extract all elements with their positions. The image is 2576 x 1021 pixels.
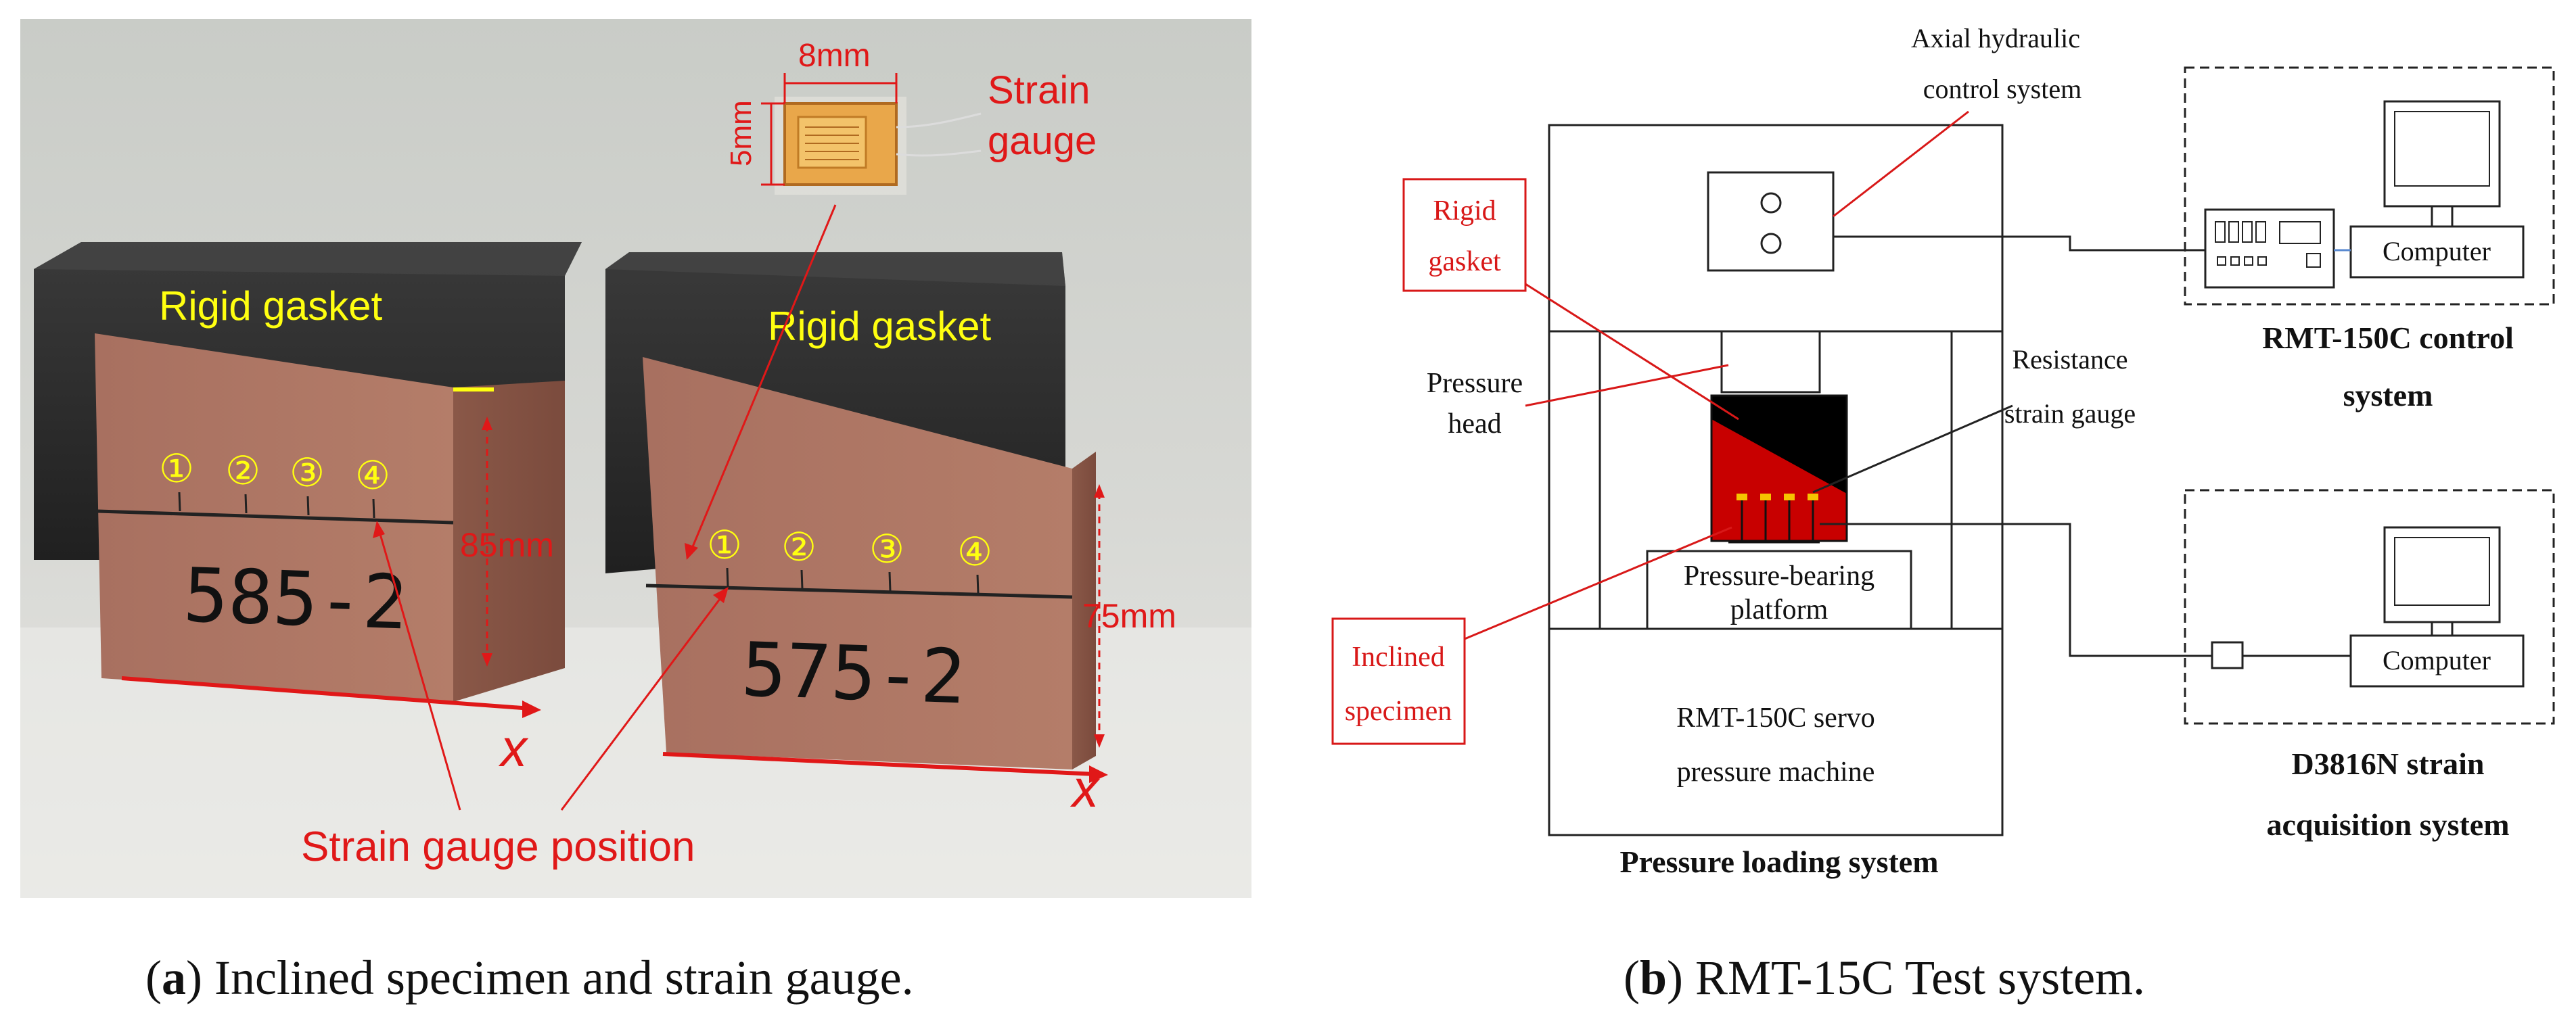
strain-gauge-position-label: Strain gauge position [301, 824, 695, 870]
right-marker-2: ② [781, 525, 816, 569]
caption-a-text: ) Inclined specimen and strain gauge. [185, 951, 914, 1005]
acquisition-system: Computer [2184, 489, 2555, 725]
hydraulic-knob-bottom [1760, 233, 1782, 254]
left-position-markers: ① ② ③ ④ [159, 447, 390, 498]
hydraulic-control-box [1707, 171, 1835, 272]
rigid-label-line1: Rigid [1433, 195, 1496, 227]
gauge-to-acquisition-cable [1820, 523, 2212, 657]
control-label-line1: RMT-150C control [2262, 320, 2514, 355]
right-specimen-marking: 575-2 [740, 626, 967, 720]
computer-top-label: Computer [2383, 236, 2491, 266]
strain-gauge-inset: 8mm 5mm Strain gauge [685, 38, 1097, 560]
platform-label-line1: Pressure-bearing [1684, 561, 1874, 592]
dim-85-label: 85mm [460, 526, 554, 564]
pressure-head [1720, 330, 1821, 394]
acq-label-line2: acquisition system [2266, 807, 2509, 842]
dim-8mm-label: 8mm [798, 38, 871, 74]
pressure-head-label-line2: head [1448, 408, 1501, 440]
resistance-strain-gauges [1728, 497, 1820, 544]
rigid-gasket-callout: Rigid gasket [1402, 178, 1739, 421]
right-marker-3: ③ [869, 527, 904, 571]
hydraulic-to-controller-cable [1833, 235, 2205, 252]
caption-b-letter: b [1639, 951, 1668, 1005]
acquisition-connector [2211, 641, 2244, 669]
left-marker-3: ③ [290, 451, 325, 495]
computer-top: Computer [2349, 100, 2525, 279]
inclined-specimen-callout: Inclined specimen [1331, 526, 1732, 745]
computer-bottom-label: Computer [2383, 645, 2491, 675]
caption-b-text: ) RMT-15C Test system. [1667, 951, 2146, 1005]
controller-unit [2204, 208, 2335, 289]
pressure-bearing-platform [1646, 550, 1912, 630]
left-marker-2: ② [225, 449, 260, 493]
right-position-markers: ① ② ③ ④ [707, 523, 992, 574]
control-label-line2: system [2343, 378, 2433, 412]
strain-gauge-position-callout: Strain gauge position [301, 521, 729, 870]
resistance-label-line1: Resistance [2012, 344, 2128, 375]
hydraulic-knob-top [1760, 192, 1782, 214]
caption-a: (a) Inclined specimen and strain gauge. [145, 951, 914, 1005]
inclined-specimen [1710, 394, 1848, 542]
inclined-label-line2: specimen [1345, 696, 1452, 727]
rigid-label-line2: gasket [1428, 246, 1501, 277]
left-marker-1: ① [159, 447, 194, 491]
axis-x-right: x [1070, 759, 1101, 818]
gauge-markers [1736, 494, 1818, 500]
dim-75-label: 75mm [1082, 597, 1176, 635]
left-specimen: 585-2 Rigid gasket ① ② ③ ④ 85mm x [34, 242, 582, 778]
loading-system-label: Pressure loading system [1619, 845, 1938, 879]
caption-a-letter: a [161, 951, 186, 1005]
left-specimen-side [453, 381, 565, 702]
axial-label-line1: Axial hydraulic [1911, 23, 2080, 53]
platform-label-line2: platform [1730, 594, 1828, 625]
pressure-head-label-line1: Pressure [1427, 368, 1523, 399]
rigid-gasket-label-left: Rigid gasket [159, 283, 383, 329]
dim-5mm-label: 5mm [724, 100, 758, 166]
right-specimen-front [643, 357, 1072, 769]
left-specimen-marking: 585-2 [182, 552, 409, 646]
machine-label-line1: RMT-150C servo [1676, 703, 1875, 734]
caption-b: (b) RMT-15C Test system. [1624, 951, 2146, 1005]
rigid-gasket-label-right: Rigid gasket [768, 304, 992, 349]
axis-x-left: x [498, 718, 529, 778]
strain-gauge-label-line2: gauge [988, 119, 1097, 163]
inclined-label-line1: Inclined [1352, 642, 1445, 673]
test-system-diagram: Pressure-bearing platform RMT-150C servo… [1306, 7, 2564, 906]
right-marker-4: ④ [957, 530, 992, 574]
right-specimen: 575-2 Rigid gasket ① ② ③ ④ 75mm x [605, 252, 1176, 818]
computer-bottom: Computer [2349, 526, 2525, 688]
strain-gauge-label-line1: Strain [988, 68, 1090, 112]
left-marker-4: ④ [355, 454, 390, 498]
control-system: Computer [2184, 66, 2555, 306]
resistance-label-line2: strain gauge [2004, 398, 2136, 429]
machine-label-line2: pressure machine [1677, 757, 1875, 788]
axial-label-line2: control system [1923, 74, 2082, 104]
right-marker-1: ① [707, 523, 742, 567]
acq-label-line1: D3816N strain [2292, 746, 2485, 781]
specimen-photo: 585-2 Rigid gasket ① ② ③ ④ 85mm x 575-2 [20, 19, 1251, 898]
